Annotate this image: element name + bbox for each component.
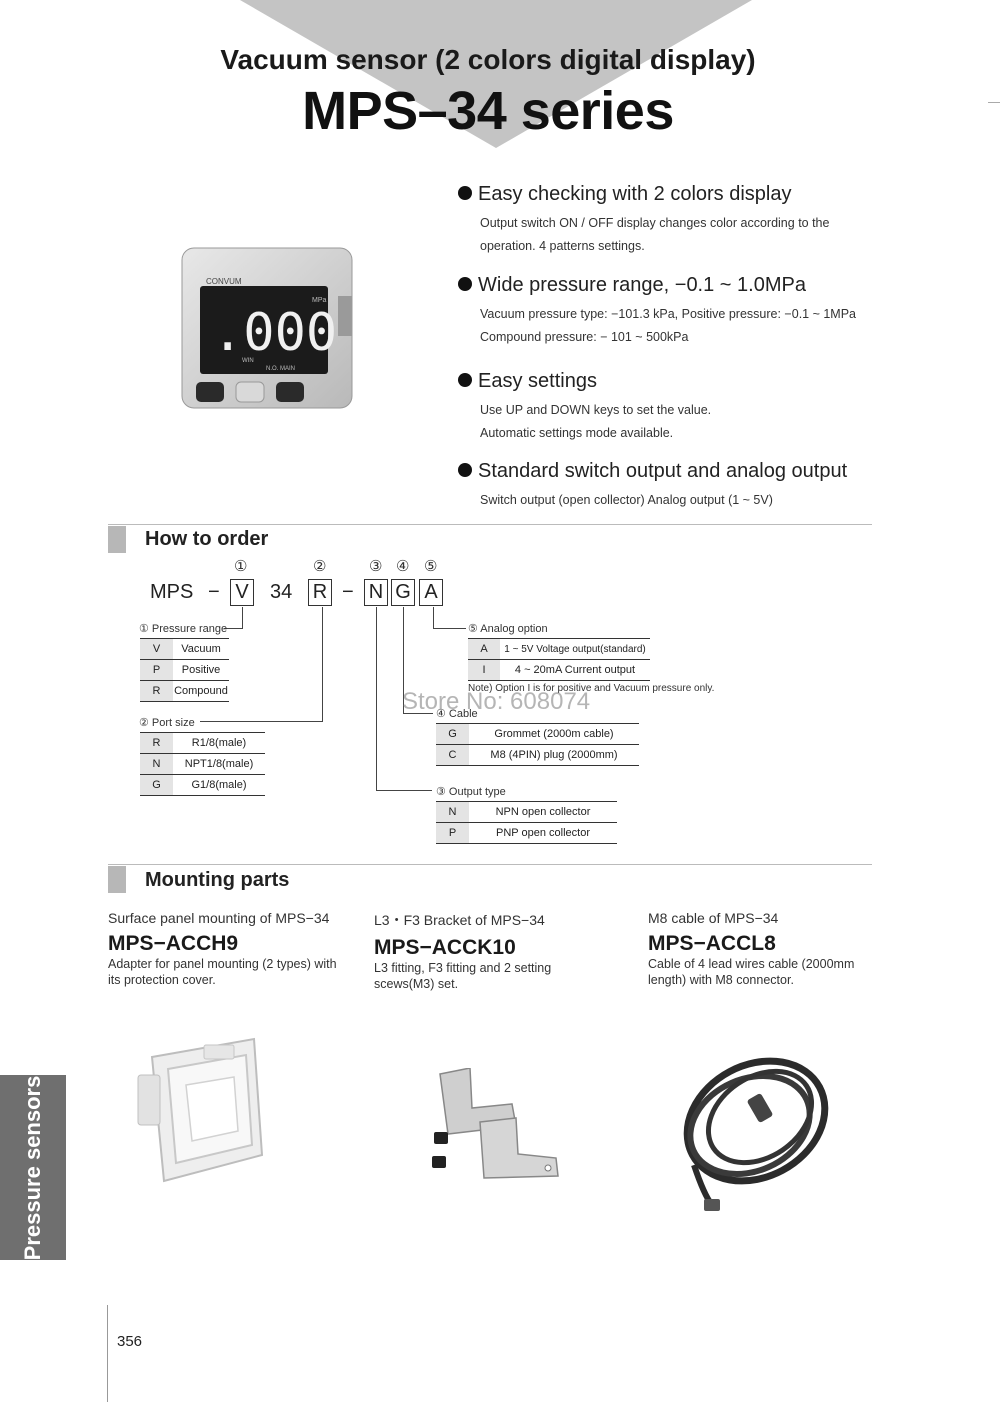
page-title: MPS–34 series bbox=[302, 81, 674, 141]
page-subtitle: Vacuum sensor (2 colors digital display) bbox=[220, 44, 756, 75]
header-banner-triangle bbox=[240, 0, 752, 148]
svg-text:N.O. MAIN: N.O. MAIN bbox=[266, 366, 295, 372]
m8-cable-image bbox=[664, 1045, 836, 1215]
side-tab-pressure-sensors: Pressure sensors bbox=[0, 1075, 66, 1260]
sensor-device-image: CONVUM MPa .000 WIN N.O. MAIN bbox=[178, 246, 358, 412]
connector-line bbox=[433, 607, 434, 628]
code-box-range: V bbox=[230, 579, 254, 606]
section-marker bbox=[108, 866, 126, 893]
feature-1: Easy checking with 2 colors display Outp… bbox=[458, 183, 978, 258]
circled-4: ④ bbox=[396, 558, 410, 575]
code-box-output: N bbox=[364, 579, 388, 606]
code-dash-2: − bbox=[342, 581, 354, 603]
output-type-label: ③ Output type bbox=[436, 786, 506, 798]
port-size-label: ② Port size bbox=[139, 717, 195, 729]
code-dash-1: − bbox=[208, 581, 220, 603]
feature-4: Standard switch output and analog output… bbox=[458, 460, 978, 512]
panel-adapter-image bbox=[134, 1035, 274, 1185]
analog-option-note: Note) Option I is for positive and Vacuu… bbox=[468, 683, 715, 694]
connector-line bbox=[200, 721, 323, 722]
bullet-icon bbox=[458, 186, 472, 200]
store-watermark: Store No: 608074 bbox=[402, 688, 591, 715]
bullet-icon bbox=[458, 277, 472, 291]
section-title-mounting-parts: Mounting parts bbox=[145, 869, 290, 891]
section-divider bbox=[108, 864, 872, 865]
svg-text:MPa: MPa bbox=[312, 297, 327, 304]
analog-option-label: ⑤ Analog option bbox=[468, 623, 548, 635]
code-box-analog: A bbox=[419, 579, 443, 606]
svg-text:WIN: WIN bbox=[242, 358, 254, 364]
connector-line bbox=[224, 628, 243, 629]
section-marker bbox=[108, 526, 126, 553]
circled-5: ⑤ bbox=[424, 558, 438, 575]
page-number: 356 bbox=[117, 1333, 143, 1350]
brand-label: CONVUM bbox=[206, 277, 242, 286]
circled-2: ② bbox=[313, 558, 327, 575]
cable-label: ④ Cable bbox=[436, 708, 478, 720]
connector-line bbox=[433, 628, 466, 629]
feature-2: Wide pressure range, −0.1 ~ 1.0MPa Vacuu… bbox=[458, 274, 988, 349]
connector-line bbox=[322, 607, 323, 721]
code-box-cable: G bbox=[391, 579, 415, 606]
bracket-image bbox=[420, 1067, 565, 1188]
bullet-icon bbox=[458, 373, 472, 387]
edge-mark bbox=[988, 102, 1000, 103]
connector-line bbox=[376, 607, 377, 790]
mounting-item-3: M8 cable of MPS−34 MPS−ACCL8 Cable of 4 … bbox=[648, 910, 855, 987]
code-box-port: R bbox=[308, 579, 332, 606]
mounting-item-1: Surface panel mounting of MPS−34 MPS−ACC… bbox=[108, 910, 337, 987]
code-mid: 34 bbox=[270, 581, 293, 603]
circled-1: ① bbox=[234, 558, 248, 575]
page-margin-line bbox=[107, 1305, 108, 1402]
section-title-how-to-order: How to order bbox=[145, 528, 269, 550]
bullet-icon bbox=[458, 463, 472, 477]
connector-line bbox=[403, 607, 404, 713]
circled-3: ③ bbox=[369, 558, 383, 575]
digital-readout: .000 bbox=[212, 303, 337, 363]
pressure-range-label: ① Pressure range bbox=[139, 623, 228, 635]
section-divider bbox=[108, 524, 872, 525]
code-prefix: MPS bbox=[150, 581, 194, 603]
feature-3: Easy settings Use UP and DOWN keys to se… bbox=[458, 370, 978, 445]
connector-line bbox=[376, 790, 432, 791]
connector-line bbox=[242, 607, 243, 628]
mounting-item-2: L3・F3 Bracket of MPS−34 MPS−ACCK10 L3 fi… bbox=[374, 912, 552, 991]
connector-line bbox=[403, 713, 433, 714]
